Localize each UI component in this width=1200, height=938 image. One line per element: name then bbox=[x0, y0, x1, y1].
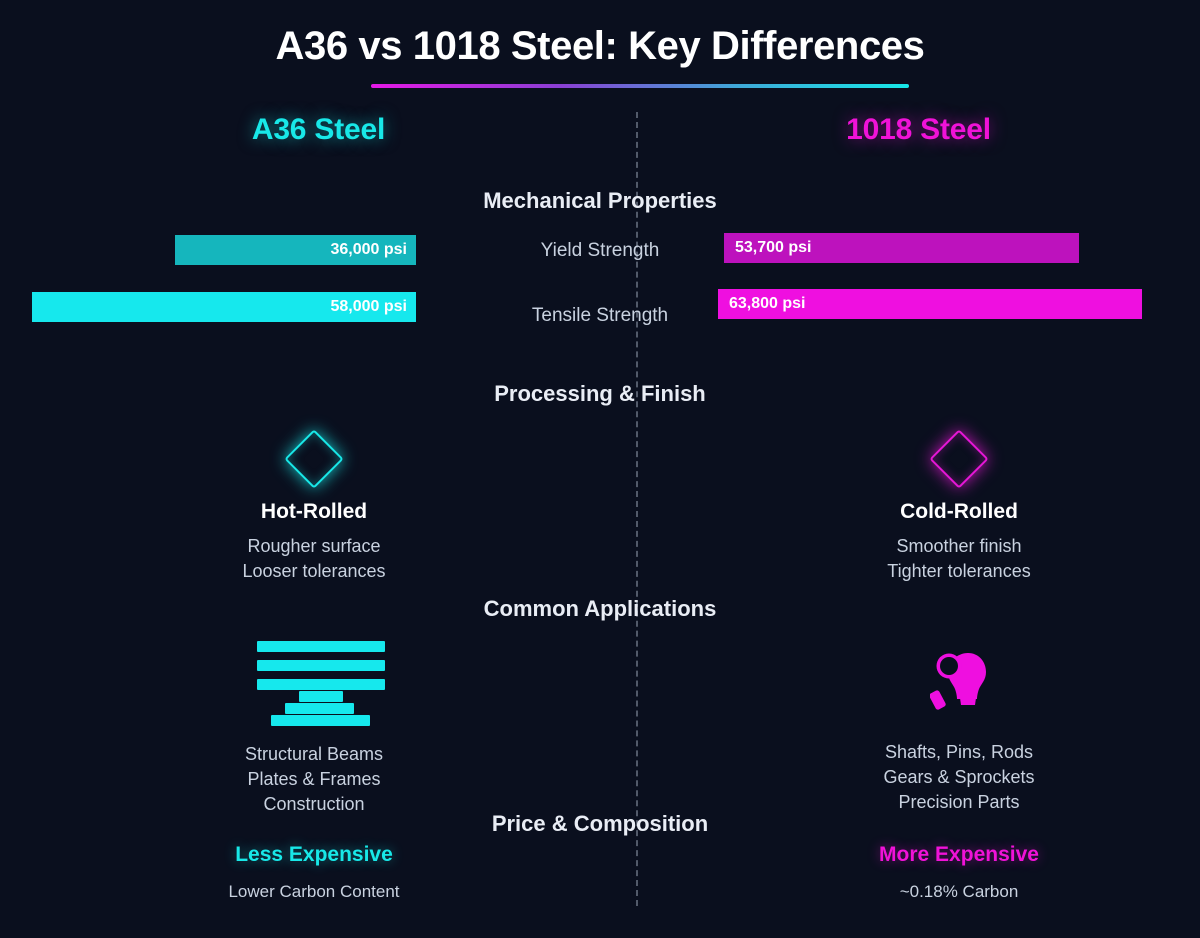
feature-processing-1018: Cold-Rolled Smoother finish Tighter tole… bbox=[799, 428, 1119, 584]
diamond-icon-wrap bbox=[799, 428, 1119, 490]
steel-beams-icon-wrap bbox=[154, 636, 474, 728]
price-tag-less-expensive: Less Expensive bbox=[235, 843, 393, 866]
machined-part-icon bbox=[929, 649, 988, 711]
bar-value-1018-yield: 53,700 psi bbox=[735, 239, 812, 256]
feature-applications-1018: Shafts, Pins, Rods Gears & Sprockets Pre… bbox=[799, 631, 1119, 815]
bar-a36-tensile-strength: 58,000 psi bbox=[32, 292, 416, 322]
bar-a36-yield-strength: 36,000 psi bbox=[175, 235, 416, 265]
title-underline bbox=[371, 84, 909, 88]
feature-line-2: Plates & Frames bbox=[247, 769, 381, 789]
section-heading-mechanical: Mechanical Properties bbox=[483, 188, 717, 213]
feature-line-2: Looser tolerances bbox=[242, 561, 386, 581]
feature-line-1: Structural Beams bbox=[244, 744, 384, 764]
price-block-a36: Less Expensive Lower Carbon Content bbox=[154, 843, 474, 902]
feature-processing-a36: Hot-Rolled Rougher surface Looser tolera… bbox=[154, 428, 474, 584]
row-label-tensile-strength: Tensile Strength bbox=[531, 305, 669, 326]
bar-value-1018-tensile: 63,800 psi bbox=[729, 295, 806, 312]
center-divider bbox=[636, 112, 638, 906]
bar-1018-yield-strength: 53,700 psi bbox=[724, 233, 1079, 263]
diamond-icon bbox=[929, 429, 989, 489]
feature-line-2: Gears & Sprockets bbox=[883, 767, 1035, 787]
composition-a36: Lower Carbon Content bbox=[228, 882, 400, 901]
composition-1018: ~0.18% Carbon bbox=[899, 882, 1019, 901]
column-header-left: A36 Steel bbox=[251, 113, 386, 146]
machined-part-icon-wrap bbox=[799, 631, 1119, 728]
bar-value-a36-yield: 36,000 psi bbox=[330, 241, 408, 258]
feature-line-2: Tighter tolerances bbox=[887, 561, 1031, 581]
diamond-icon-wrap bbox=[154, 428, 474, 490]
feature-lines: Structural Beams Plates & Frames Constru… bbox=[154, 742, 474, 817]
feature-title-cold-rolled: Cold-Rolled bbox=[900, 500, 1018, 523]
feature-line-3: Precision Parts bbox=[898, 792, 1020, 812]
column-header-right: 1018 Steel bbox=[846, 113, 991, 146]
feature-line-3: Construction bbox=[263, 794, 365, 814]
price-block-1018: More Expensive ~0.18% Carbon bbox=[799, 843, 1119, 902]
steel-beams-icon bbox=[243, 641, 385, 726]
bar-1018-tensile-strength: 63,800 psi bbox=[718, 289, 1142, 319]
feature-lines: Smoother finish Tighter tolerances bbox=[799, 534, 1119, 584]
feature-line-1: Shafts, Pins, Rods bbox=[884, 742, 1034, 762]
section-heading-applications: Common Applications bbox=[483, 596, 717, 621]
feature-line-1: Rougher surface bbox=[247, 536, 381, 556]
feature-applications-a36: Structural Beams Plates & Frames Constru… bbox=[154, 636, 474, 817]
bar-value-a36-tensile: 58,000 psi bbox=[330, 298, 408, 315]
feature-title-hot-rolled: Hot-Rolled bbox=[260, 500, 368, 523]
page-title: A36 vs 1018 Steel: Key Differences bbox=[275, 24, 925, 68]
feature-lines: Shafts, Pins, Rods Gears & Sprockets Pre… bbox=[799, 740, 1119, 815]
section-heading-processing: Processing & Finish bbox=[494, 381, 706, 406]
section-heading-price: Price & Composition bbox=[491, 811, 709, 836]
price-tag-more-expensive: More Expensive bbox=[879, 843, 1039, 866]
row-label-yield-strength: Yield Strength bbox=[540, 240, 660, 261]
feature-line-1: Smoother finish bbox=[896, 536, 1022, 556]
diamond-icon bbox=[284, 429, 344, 489]
feature-lines: Rougher surface Looser tolerances bbox=[154, 534, 474, 584]
